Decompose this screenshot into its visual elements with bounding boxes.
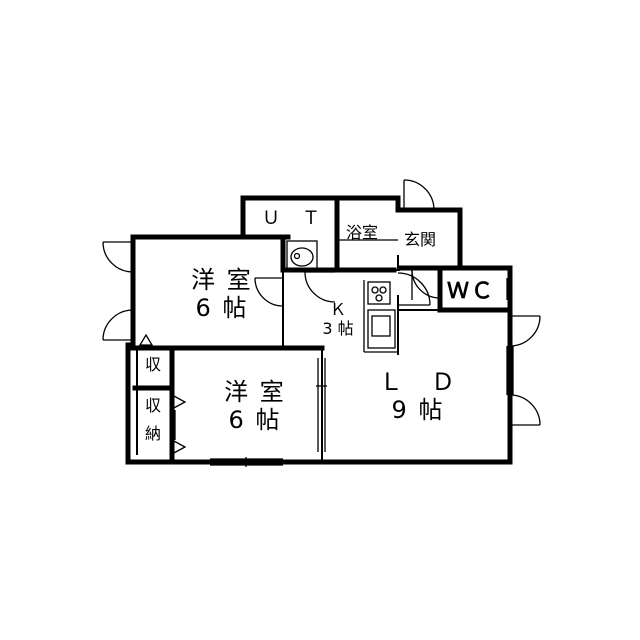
ld-size: 9 帖	[391, 396, 445, 424]
western-room-2-name: 洋 室	[224, 378, 286, 406]
western-room-1-size: 6 帖	[195, 294, 249, 322]
kitchen-sink	[367, 309, 396, 349]
storage-small-label: 収	[144, 355, 161, 374]
closet-label: 収 納	[143, 398, 163, 442]
kitchen-size: 3 帖	[322, 319, 354, 338]
closet-label-line2: 納	[144, 424, 161, 443]
entrance-label: 玄関	[404, 230, 437, 249]
ld-label: Ｌ Ｄ 9 帖	[368, 370, 468, 422]
ld-name: Ｌ Ｄ	[379, 368, 457, 396]
western-room-2-label: 洋 室 6 帖	[205, 380, 305, 432]
interior-walls	[136, 255, 440, 462]
exterior-walls	[125, 195, 513, 465]
stove	[367, 281, 391, 305]
kitchen-label: Ｋ 3 帖	[310, 302, 366, 337]
ut-label: Ｕ Ｔ	[262, 208, 322, 229]
washbasin	[286, 240, 318, 272]
western-room-1-label: 洋 室 6 帖	[172, 268, 272, 320]
closet-label-line1: 収	[144, 396, 161, 415]
fixtures	[286, 240, 398, 353]
wc-label: ＷＣ	[447, 279, 496, 304]
western-room-1-name: 洋 室	[191, 266, 253, 294]
bath-label: 浴室	[346, 223, 379, 242]
doors	[102, 179, 541, 467]
kitchen-name: Ｋ	[329, 300, 346, 319]
western-room-2-size: 6 帖	[228, 406, 282, 434]
